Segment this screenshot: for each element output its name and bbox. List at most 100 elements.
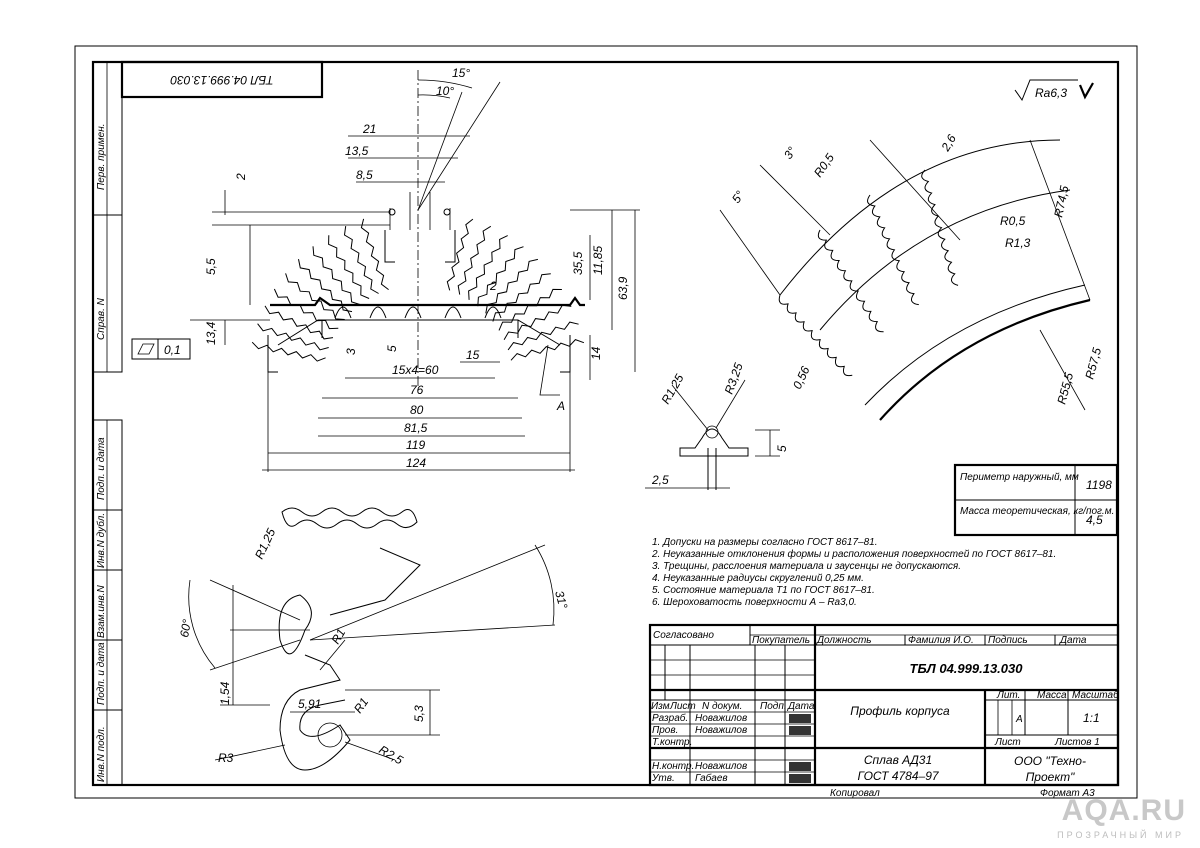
technical-notes: 1. Допуски на размеры согласно ГОСТ 8617…: [651, 537, 1056, 608]
dim-width-80: 80: [410, 403, 424, 417]
fin-line: [503, 304, 572, 341]
mass-row-0-value: 1198: [1086, 478, 1112, 492]
tb-sheets: Листов 1: [1054, 737, 1100, 748]
dim-height-63-9: 63,9: [616, 276, 630, 300]
dim-angle-15: 15°: [452, 66, 470, 80]
note-1: 1. Допуски на размеры согласно ГОСТ 8617…: [652, 537, 877, 548]
tb-col-0: Изм: [651, 701, 670, 712]
title-block: Согласовано Покупатель Должность Фамилия…: [648, 623, 1120, 787]
fin-line: [468, 235, 508, 300]
enlarged-dim-3: R1: [328, 626, 348, 646]
tb-col-2: N докум.: [702, 701, 742, 712]
fin-detail-view: 5° 3° R0,5 2,6 R74,5 R0,5 R1,3 0,56 R57,…: [719, 132, 1104, 421]
fin-dim-7: 0,56: [790, 364, 813, 391]
fin-line: [273, 288, 339, 330]
top-drawing-number: ТБЛ 04.999.13.030: [170, 73, 273, 87]
mass-row-1-label: Масса теоретическая, кг/пог.м.: [960, 506, 1114, 517]
tb-head-1: Должность: [816, 635, 872, 646]
tb-role-1: Пров.: [652, 725, 678, 736]
tb-lit: Лит.: [996, 690, 1020, 701]
tb-scale: Масштаб: [1072, 689, 1119, 701]
tb-sheet: Лист: [994, 737, 1021, 748]
dim-height-2: 2: [234, 173, 248, 181]
dim-width-76: 76: [410, 383, 424, 397]
enlarged-dim-1: 31°: [552, 589, 570, 610]
strip-label-sprav: Справ. N: [96, 297, 107, 340]
dim-width-124: 124: [406, 456, 426, 470]
slot-detail-view: R1,25 R3,25 5 2,5: [645, 361, 789, 490]
slot-dim-2: 5: [775, 445, 789, 452]
dim-width-8-5: 8,5: [356, 168, 373, 182]
mass-table: Периметр наружный, мм 1198 Масса теорети…: [953, 463, 1119, 537]
mass-row-1-value: 4,5: [1086, 513, 1103, 527]
fin-line: [507, 321, 579, 351]
roughness-symbol: Ra6,3: [1014, 79, 1094, 102]
tb-role-2: Т.контр.: [652, 737, 692, 748]
note-4: 4. Неуказанные радиусы скруглений 0,25 м…: [652, 573, 864, 584]
dim-width-119: 119: [406, 438, 425, 452]
radiator-fins: [251, 218, 585, 362]
fin-dim-1: 3°: [781, 144, 799, 162]
tb-col-1: Лист: [669, 701, 696, 712]
tb-name-0: Новажилов: [695, 713, 747, 724]
watermark-subtitle: ПРОЗРАЧНЫЙ МИР: [1057, 830, 1184, 840]
slot-dim-1: R3,25: [722, 361, 746, 396]
tb-format: Формат А3: [1040, 788, 1095, 799]
fin-line: [251, 341, 326, 362]
fin-line: [257, 323, 329, 351]
fin-line: [446, 218, 474, 291]
fin-line: [312, 246, 361, 306]
slot-dim-3: 2,5: [651, 473, 669, 487]
enlarged-dim-8: R3: [218, 751, 234, 765]
enlarged-dim-6: R1: [351, 695, 371, 716]
tb-company-2: Проект": [1026, 770, 1076, 784]
tb-head-4: Дата: [1059, 635, 1087, 646]
enlarged-detail-view: R1,25 31° 60° R1 1,54 5,91 R1 5,3 R3 R2,…: [177, 507, 570, 771]
note-2: 2. Неуказанные отклонения формы и распол…: [651, 548, 1056, 560]
main-view-dimensions: 15° 10° 21 13,5 8,5 2 5,5 13,4 3 5 35,5 …: [190, 66, 640, 472]
note-6: 6. Шероховатость поверхности А – Ra3,0.: [652, 597, 857, 608]
tb-head-0: Покупатель: [752, 635, 810, 646]
drawing-frame: [91, 60, 1120, 787]
enlarged-dim-5: 5,91: [298, 697, 321, 711]
strip-label-0: Подп. и дата: [96, 437, 107, 500]
dim-pitch-15: 15: [466, 348, 480, 362]
enlarged-dim-9: R2,5: [377, 742, 406, 767]
dim-gap-2: 2: [489, 279, 497, 293]
fin-dim-5: R0,5: [1000, 214, 1026, 228]
surface-a-label: A: [556, 399, 565, 413]
main-profile-view: [251, 70, 585, 390]
enlarged-dim-4: 1,54: [218, 681, 232, 705]
fin-line: [298, 258, 353, 313]
fin-line: [285, 273, 345, 320]
strip-label-3: Подп. и дата: [96, 642, 107, 705]
dim-height-11-85: 11,85: [591, 246, 605, 275]
tb-scale-value: 1:1: [1083, 711, 1100, 725]
fin-dim-2: R0,5: [811, 151, 837, 180]
dim-width-13-5: 13,5: [345, 144, 369, 158]
tb-col-3: Подп.: [760, 701, 787, 712]
roughness-value: Ra6,3: [1035, 86, 1067, 100]
tb-role-0: Разраб.: [652, 712, 688, 724]
tb-head-3: Подпись: [988, 635, 1028, 646]
dim-height-35-5: 35,5: [571, 251, 585, 275]
fin-line: [498, 288, 562, 331]
dim-width-81-5: 81,5: [404, 421, 428, 435]
fin-line: [328, 235, 370, 299]
dim-height-13-4: 13,4: [204, 321, 218, 345]
fin-line: [343, 226, 379, 294]
strip-label-perv: Перв. примен.: [96, 124, 107, 190]
tb-role-4: Утв.: [651, 773, 675, 784]
dim-height-3: 3: [344, 348, 358, 355]
fin-line: [457, 225, 492, 295]
dim-pitch-60: 15x4=60: [392, 363, 439, 377]
signature-marks: [789, 714, 811, 783]
dim-height-14: 14: [589, 346, 603, 360]
mass-row-0-label: Периметр наружный, мм: [960, 472, 1079, 483]
fin-dim-6: R1,3: [1005, 236, 1031, 250]
tb-part-name: Профиль корпуса: [850, 704, 950, 718]
strip-label-2: Взам.инв.N: [96, 585, 107, 638]
tb-material-2: ГОСТ 4784–97: [857, 769, 939, 783]
tb-name-1: Новажилов: [695, 725, 747, 736]
fin-dim-0: 5°: [729, 188, 747, 206]
